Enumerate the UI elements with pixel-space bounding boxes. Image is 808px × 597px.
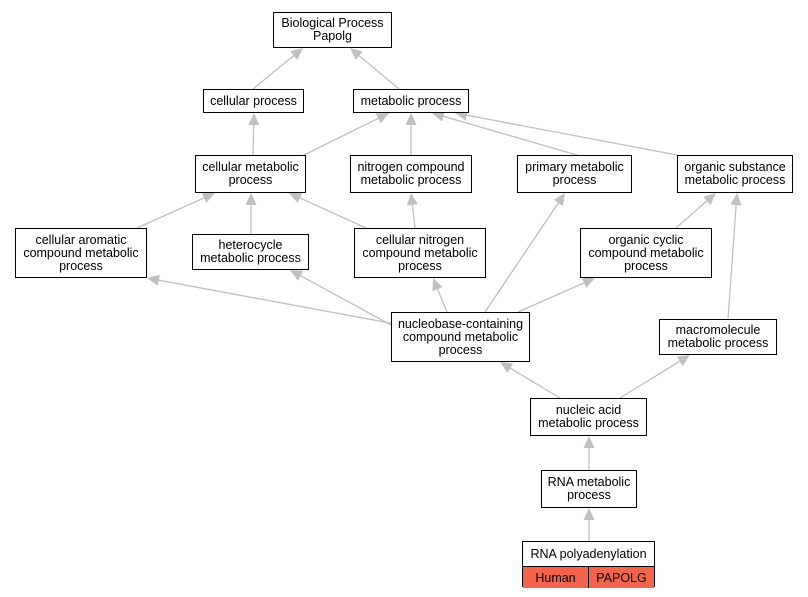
node-biological-process[interactable]: Biological Process Papolg — [273, 12, 392, 48]
edge-line — [675, 200, 708, 229]
node-nitrogen-compound-metabolic-process[interactable]: nitrogen compound metabolic process — [350, 155, 472, 193]
edge-arrowhead — [432, 111, 446, 122]
edge-arrowhead — [248, 113, 260, 126]
edge-arrowhead — [147, 274, 160, 286]
edge-line — [300, 275, 392, 326]
edge-arrowhead — [583, 508, 595, 520]
node-organic-substance-metabolic-process[interactable]: organic substance metabolic process — [677, 155, 793, 193]
edge-arrowhead — [730, 193, 742, 206]
edge-arrowhead — [290, 48, 303, 60]
node-cellular-nitrogen-compound-metabolic-process[interactable]: cellular nitrogen compound metabolic pro… — [354, 228, 486, 278]
leaf-annotation-row: Human PAPOLG — [523, 567, 654, 588]
edge-arrowhead — [245, 193, 257, 205]
edge-arrowhead — [553, 193, 565, 207]
node-cellular-metabolic-process[interactable]: cellular metabolic process — [195, 155, 306, 193]
edge-arrowhead — [432, 278, 443, 292]
edge-arrowhead — [289, 192, 303, 203]
edge-line — [443, 115, 578, 156]
edge-arrowhead — [375, 113, 389, 124]
edge-line — [136, 197, 205, 229]
node-cellular-aromatic-compound-metabolic-process[interactable]: cellular aromatic compound metabolic pro… — [15, 228, 147, 278]
node-nucleic-acid-metabolic-process[interactable]: nucleic acid metabolic process — [530, 398, 647, 436]
edge-line — [358, 55, 400, 90]
node-rna-polyadenylation[interactable]: RNA polyadenylation Human PAPOLG — [522, 541, 655, 588]
edge-line — [436, 288, 448, 313]
edge-line — [509, 367, 561, 399]
edge-arrowhead — [500, 362, 514, 373]
leaf-title: RNA polyadenylation — [523, 542, 654, 567]
edge-arrowhead — [676, 355, 690, 366]
node-rna-metabolic-process[interactable]: RNA metabolic process — [541, 470, 637, 508]
species-cell[interactable]: Human — [523, 567, 588, 588]
edge-arrowhead — [583, 436, 595, 448]
edge-line — [252, 124, 255, 156]
edge-line — [466, 114, 678, 156]
node-nucleobase-containing-compound-metabolic-process[interactable]: nucleobase-containing compound metabolic… — [391, 312, 530, 362]
edge-line — [517, 282, 585, 313]
edge-arrowhead — [201, 192, 215, 203]
edge-line — [158, 279, 396, 325]
node-metabolic-process[interactable]: metabolic process — [353, 89, 469, 113]
edge-line — [619, 360, 681, 399]
edge-arrowhead — [406, 193, 418, 206]
edge-line — [252, 55, 295, 90]
node-macromolecule-metabolic-process[interactable]: macromolecule metabolic process — [659, 319, 777, 355]
node-heterocycle-metabolic-process[interactable]: heterocycle metabolic process — [192, 234, 309, 270]
edge-arrowhead — [703, 193, 716, 206]
edge-line — [727, 204, 737, 320]
edge-line — [484, 202, 559, 313]
edge-arrowhead — [350, 48, 363, 60]
edge-arrowhead — [581, 277, 595, 288]
edge-line — [411, 204, 416, 229]
edge-line — [299, 197, 367, 229]
edge-arrowhead — [405, 113, 417, 125]
edge-line — [303, 117, 379, 156]
node-primary-metabolic-process[interactable]: primary metabolic process — [517, 155, 632, 193]
edge-arrowhead — [290, 270, 304, 281]
gene-cell[interactable]: PAPOLG — [588, 567, 654, 588]
node-organic-cyclic-compound-metabolic-process[interactable]: organic cyclic compound metabolic proces… — [580, 228, 712, 278]
node-cellular-process[interactable]: cellular process — [203, 89, 304, 113]
